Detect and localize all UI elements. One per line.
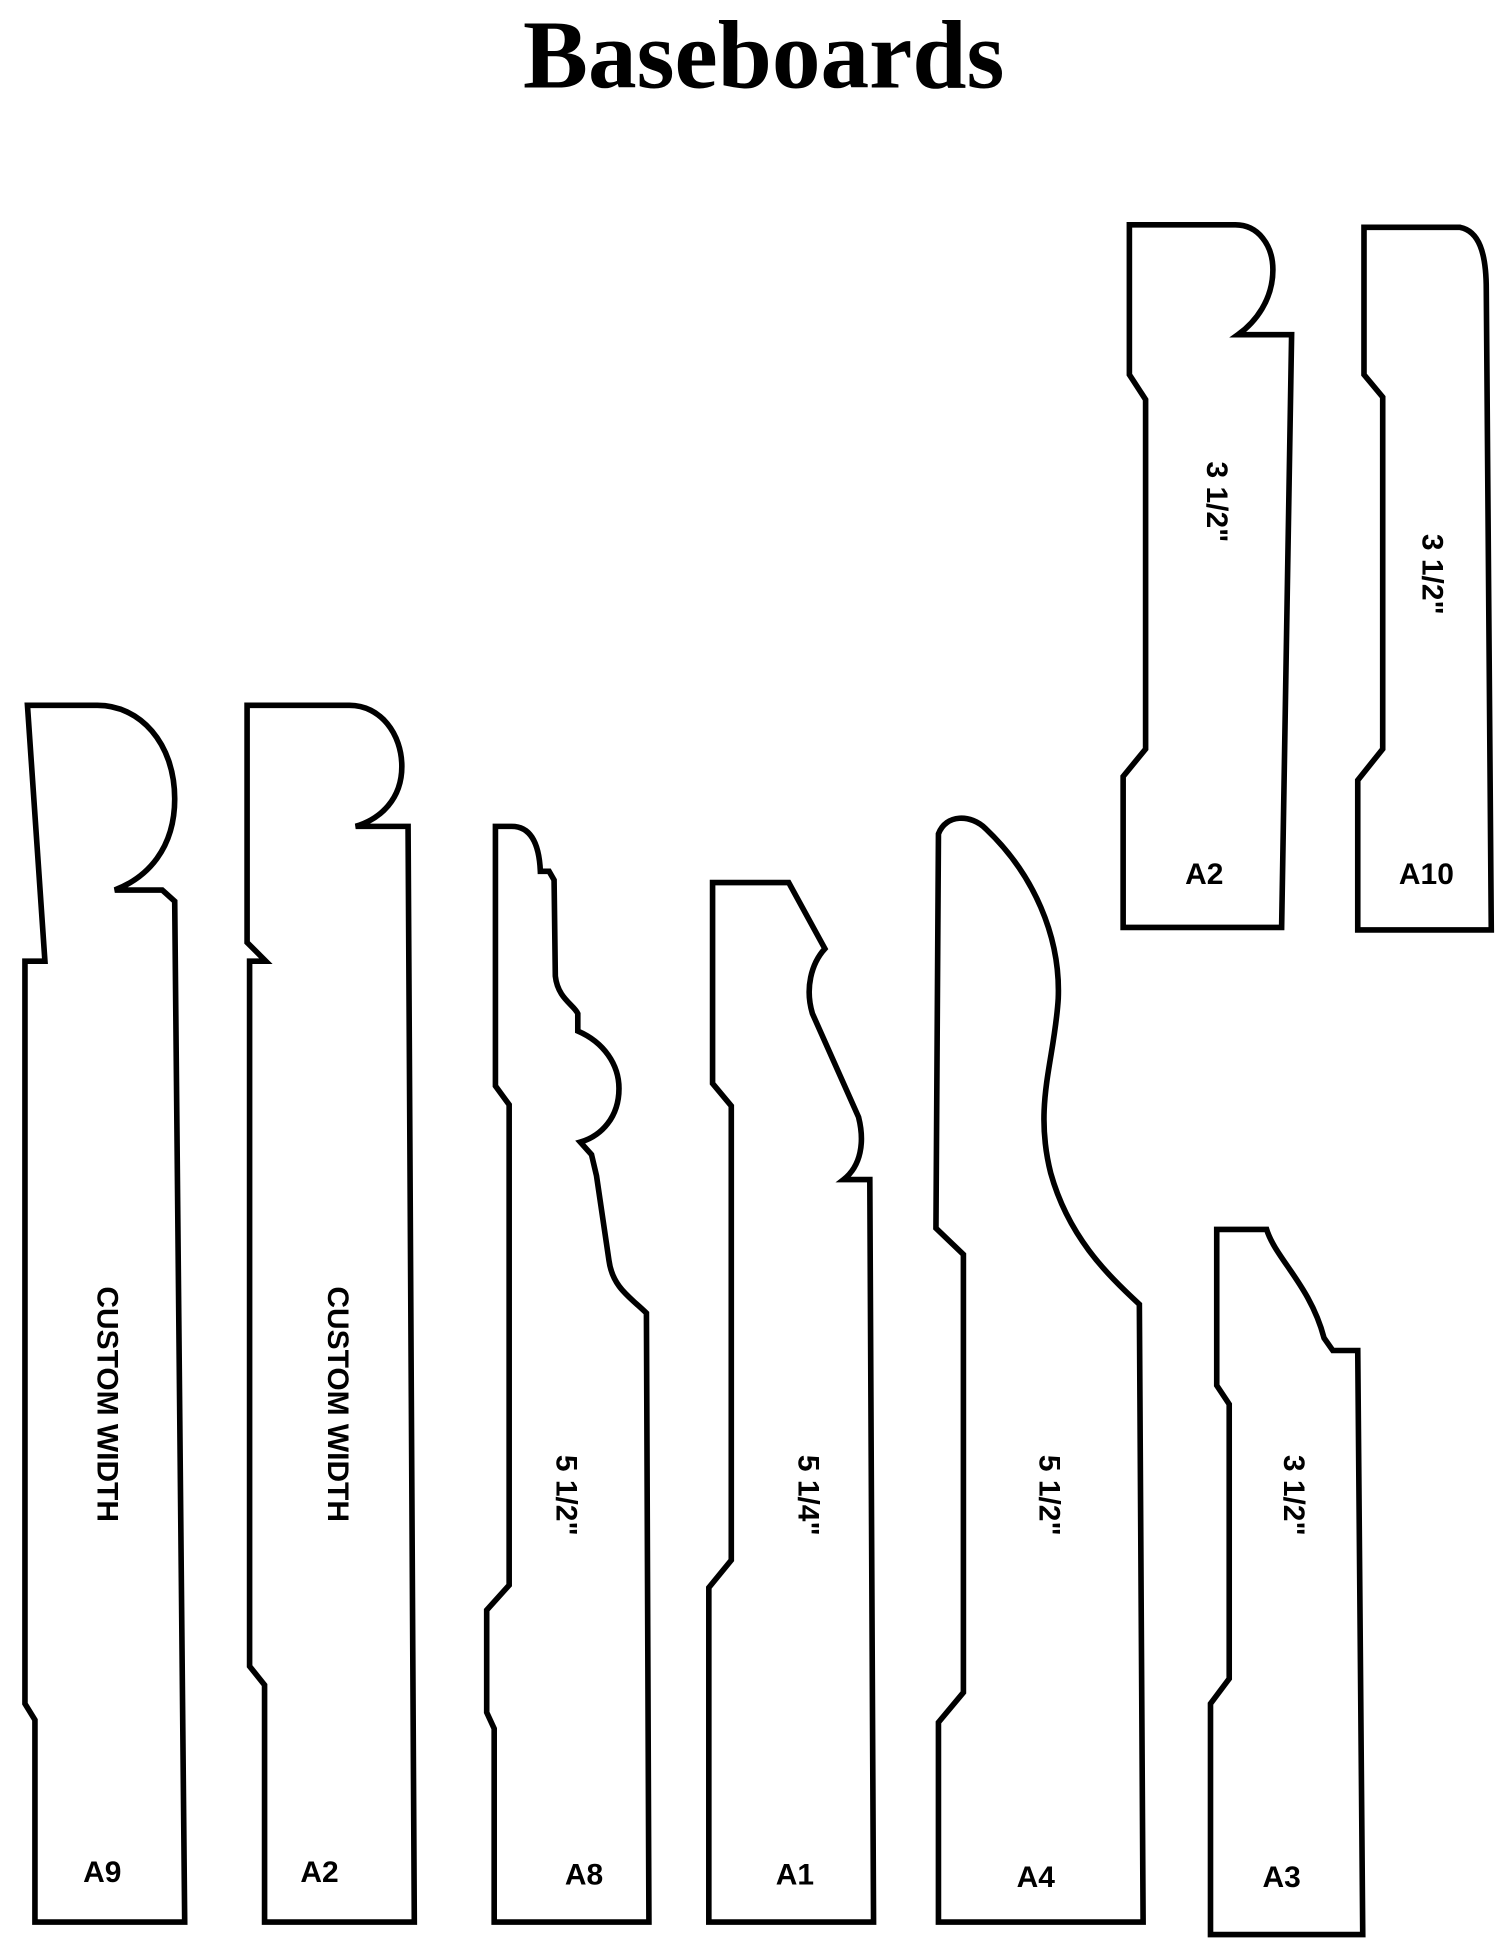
profile-a3-outline <box>1207 1226 1366 1938</box>
profile-a1-outline <box>706 879 877 1925</box>
profile-a8-outline <box>483 823 652 1925</box>
page-title: Baseboards <box>523 2 1004 110</box>
profile-a4-size: 5 1/2" <box>1033 1455 1066 1536</box>
profile-a8-size: 5 1/2" <box>550 1455 583 1536</box>
profile-a10: 3 1/2" A10 <box>1354 224 1495 933</box>
profile-a10-size: 3 1/2" <box>1416 534 1449 615</box>
profile-a4: 5 1/2" A4 <box>933 815 1146 1925</box>
profile-a10-outline <box>1354 224 1495 933</box>
profile-a2-small-size: 3 1/2" <box>1200 462 1233 543</box>
profile-a3-size: 3 1/2" <box>1277 1455 1310 1536</box>
profile-a9-outline <box>22 702 188 1925</box>
profile-a2-large-outline <box>244 702 418 1925</box>
profile-a9-code: A9 <box>83 1856 121 1889</box>
profile-a9: CUSTOM WIDTH A9 <box>22 702 188 1925</box>
profile-a1-size: 5 1/4" <box>792 1455 825 1536</box>
profile-a2-large-code: A2 <box>300 1856 338 1889</box>
profile-a10-code: A10 <box>1399 858 1454 891</box>
profile-a4-outline <box>933 815 1146 1925</box>
profile-a1-code: A1 <box>776 1859 814 1892</box>
profile-a2-small-outline <box>1120 222 1295 931</box>
profile-a2-small-code: A2 <box>1185 858 1223 891</box>
profile-a1: 5 1/4" A1 <box>706 879 877 1925</box>
profile-a9-size: CUSTOM WIDTH <box>90 1286 123 1522</box>
profile-a2-small: 3 1/2" A2 <box>1120 222 1295 931</box>
profile-a4-code: A4 <box>1017 1861 1056 1894</box>
profile-a3: 3 1/2" A3 <box>1207 1226 1366 1938</box>
profile-a8: 5 1/2" A8 <box>483 823 652 1925</box>
profile-a2-large-size: CUSTOM WIDTH <box>321 1286 354 1522</box>
profile-a3-code: A3 <box>1262 1861 1300 1894</box>
profile-a2-large: CUSTOM WIDTH A2 <box>244 702 418 1925</box>
profile-a8-code: A8 <box>565 1859 603 1892</box>
